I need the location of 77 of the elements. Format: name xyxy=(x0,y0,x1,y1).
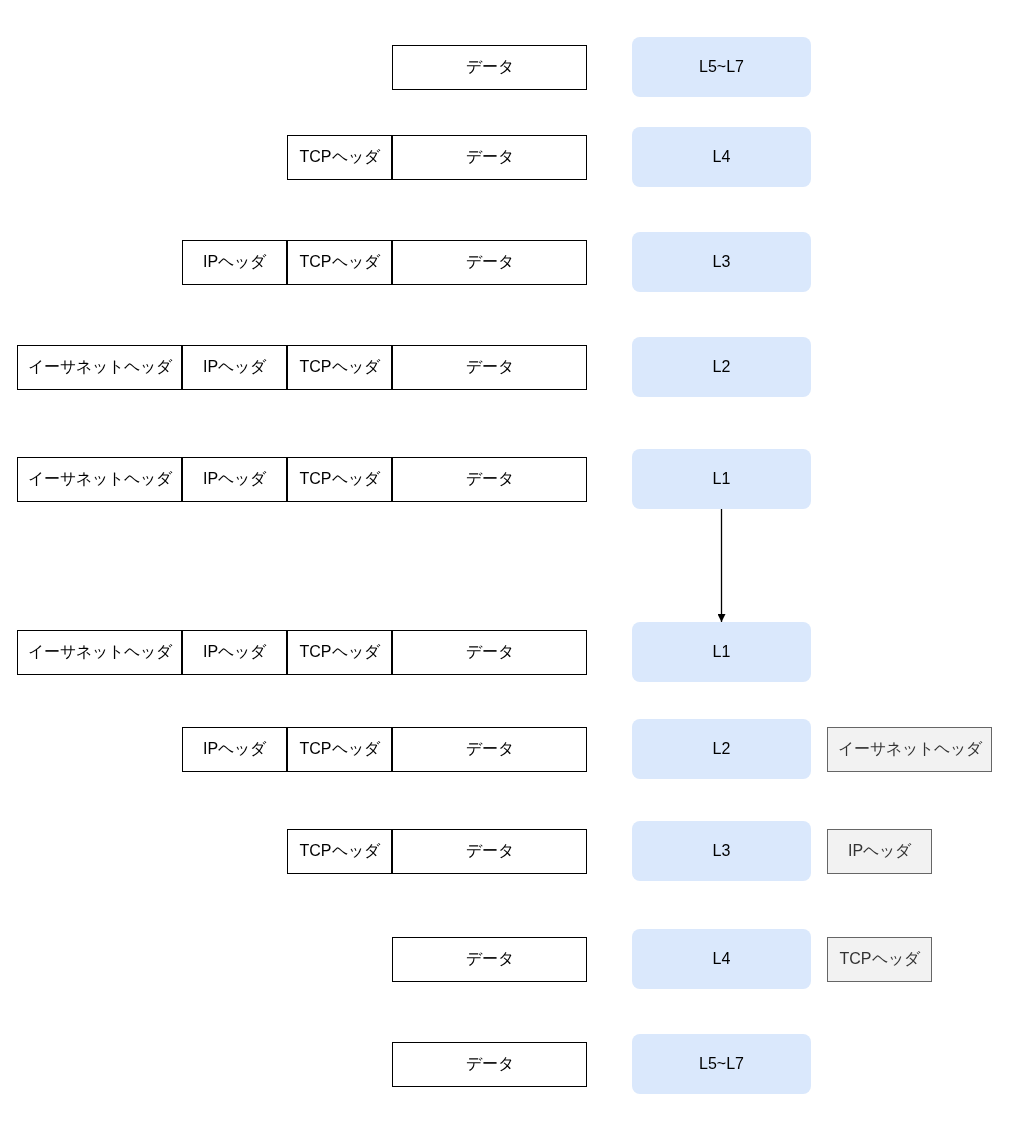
packet-field-box xyxy=(392,457,587,502)
box-label: L2 xyxy=(712,358,731,376)
box-label: データ xyxy=(465,739,514,759)
packet-field-box xyxy=(392,1042,587,1087)
box-label: イーサネットヘッダ xyxy=(27,642,172,662)
packet-field-box xyxy=(392,45,587,90)
box-label: IPヘッダ xyxy=(202,252,267,272)
box-label: イーサネットヘッダ xyxy=(27,357,172,377)
box-label: データ xyxy=(465,57,514,77)
layer-box xyxy=(632,337,811,397)
arrow xyxy=(717,508,726,623)
box-label: L3 xyxy=(712,842,731,860)
packet-field-box xyxy=(182,457,287,502)
packet-field-box xyxy=(287,630,392,675)
box-label: データ xyxy=(465,949,514,969)
box-label: IPヘッダ xyxy=(847,841,912,861)
box-label: L4 xyxy=(712,950,731,968)
packet-field-box xyxy=(392,937,587,982)
box-label: IPヘッダ xyxy=(202,739,267,759)
box-label: TCPヘッダ xyxy=(299,147,380,167)
removed-header-box xyxy=(827,727,992,772)
packet-field-box xyxy=(182,630,287,675)
box-label: TCPヘッダ xyxy=(299,357,380,377)
layer-box xyxy=(632,37,811,97)
removed-header-box xyxy=(827,829,932,874)
box-label: データ xyxy=(465,357,514,377)
packet-field-box xyxy=(392,630,587,675)
layer-box xyxy=(632,232,811,292)
box-label: イーサネットヘッダ xyxy=(837,739,982,759)
box-label: TCPヘッダ xyxy=(299,739,380,759)
box-label: L4 xyxy=(712,148,731,166)
box-label: データ xyxy=(465,147,514,167)
layer-box xyxy=(632,449,811,509)
packet-field-box xyxy=(392,345,587,390)
packet-field-box xyxy=(287,829,392,874)
packet-field-box xyxy=(287,457,392,502)
packet-field-box xyxy=(392,727,587,772)
box-label: TCPヘッダ xyxy=(839,949,920,969)
box-label: データ xyxy=(465,841,514,861)
packet-field-box xyxy=(182,240,287,285)
packet-field-box xyxy=(392,240,587,285)
box-label: L5~L7 xyxy=(699,58,744,76)
packet-field-box xyxy=(287,727,392,772)
packet-field-box xyxy=(182,727,287,772)
layer-box xyxy=(632,1034,811,1094)
box-label: データ xyxy=(465,642,514,662)
box-label: TCPヘッダ xyxy=(299,841,380,861)
packet-field-box xyxy=(17,345,182,390)
box-label: データ xyxy=(465,252,514,272)
layer-box xyxy=(632,719,811,779)
layer-box xyxy=(632,821,811,881)
box-label: データ xyxy=(465,469,514,489)
box-label: IPヘッダ xyxy=(202,469,267,489)
box-label: IPヘッダ xyxy=(202,357,267,377)
packet-field-box xyxy=(287,135,392,180)
packet-field-box xyxy=(17,457,182,502)
box-label: TCPヘッダ xyxy=(299,642,380,662)
packet-field-box xyxy=(287,240,392,285)
box-label: IPヘッダ xyxy=(202,642,267,662)
layer-box xyxy=(632,929,811,989)
box-label: L1 xyxy=(712,470,731,488)
removed-header-box xyxy=(827,937,932,982)
box-label: L1 xyxy=(712,643,731,661)
packet-field-box xyxy=(392,829,587,874)
packet-field-box xyxy=(287,345,392,390)
packet-field-box xyxy=(392,135,587,180)
box-label: L2 xyxy=(712,740,731,758)
layer-box xyxy=(632,622,811,682)
box-label: L5~L7 xyxy=(699,1055,744,1073)
packet-field-box xyxy=(182,345,287,390)
layer-box xyxy=(632,127,811,187)
box-label: TCPヘッダ xyxy=(299,252,380,272)
box-label: データ xyxy=(465,1054,514,1074)
box-label: L3 xyxy=(712,253,731,271)
box-label: イーサネットヘッダ xyxy=(27,469,172,489)
box-label: TCPヘッダ xyxy=(299,469,380,489)
packet-field-box xyxy=(17,630,182,675)
